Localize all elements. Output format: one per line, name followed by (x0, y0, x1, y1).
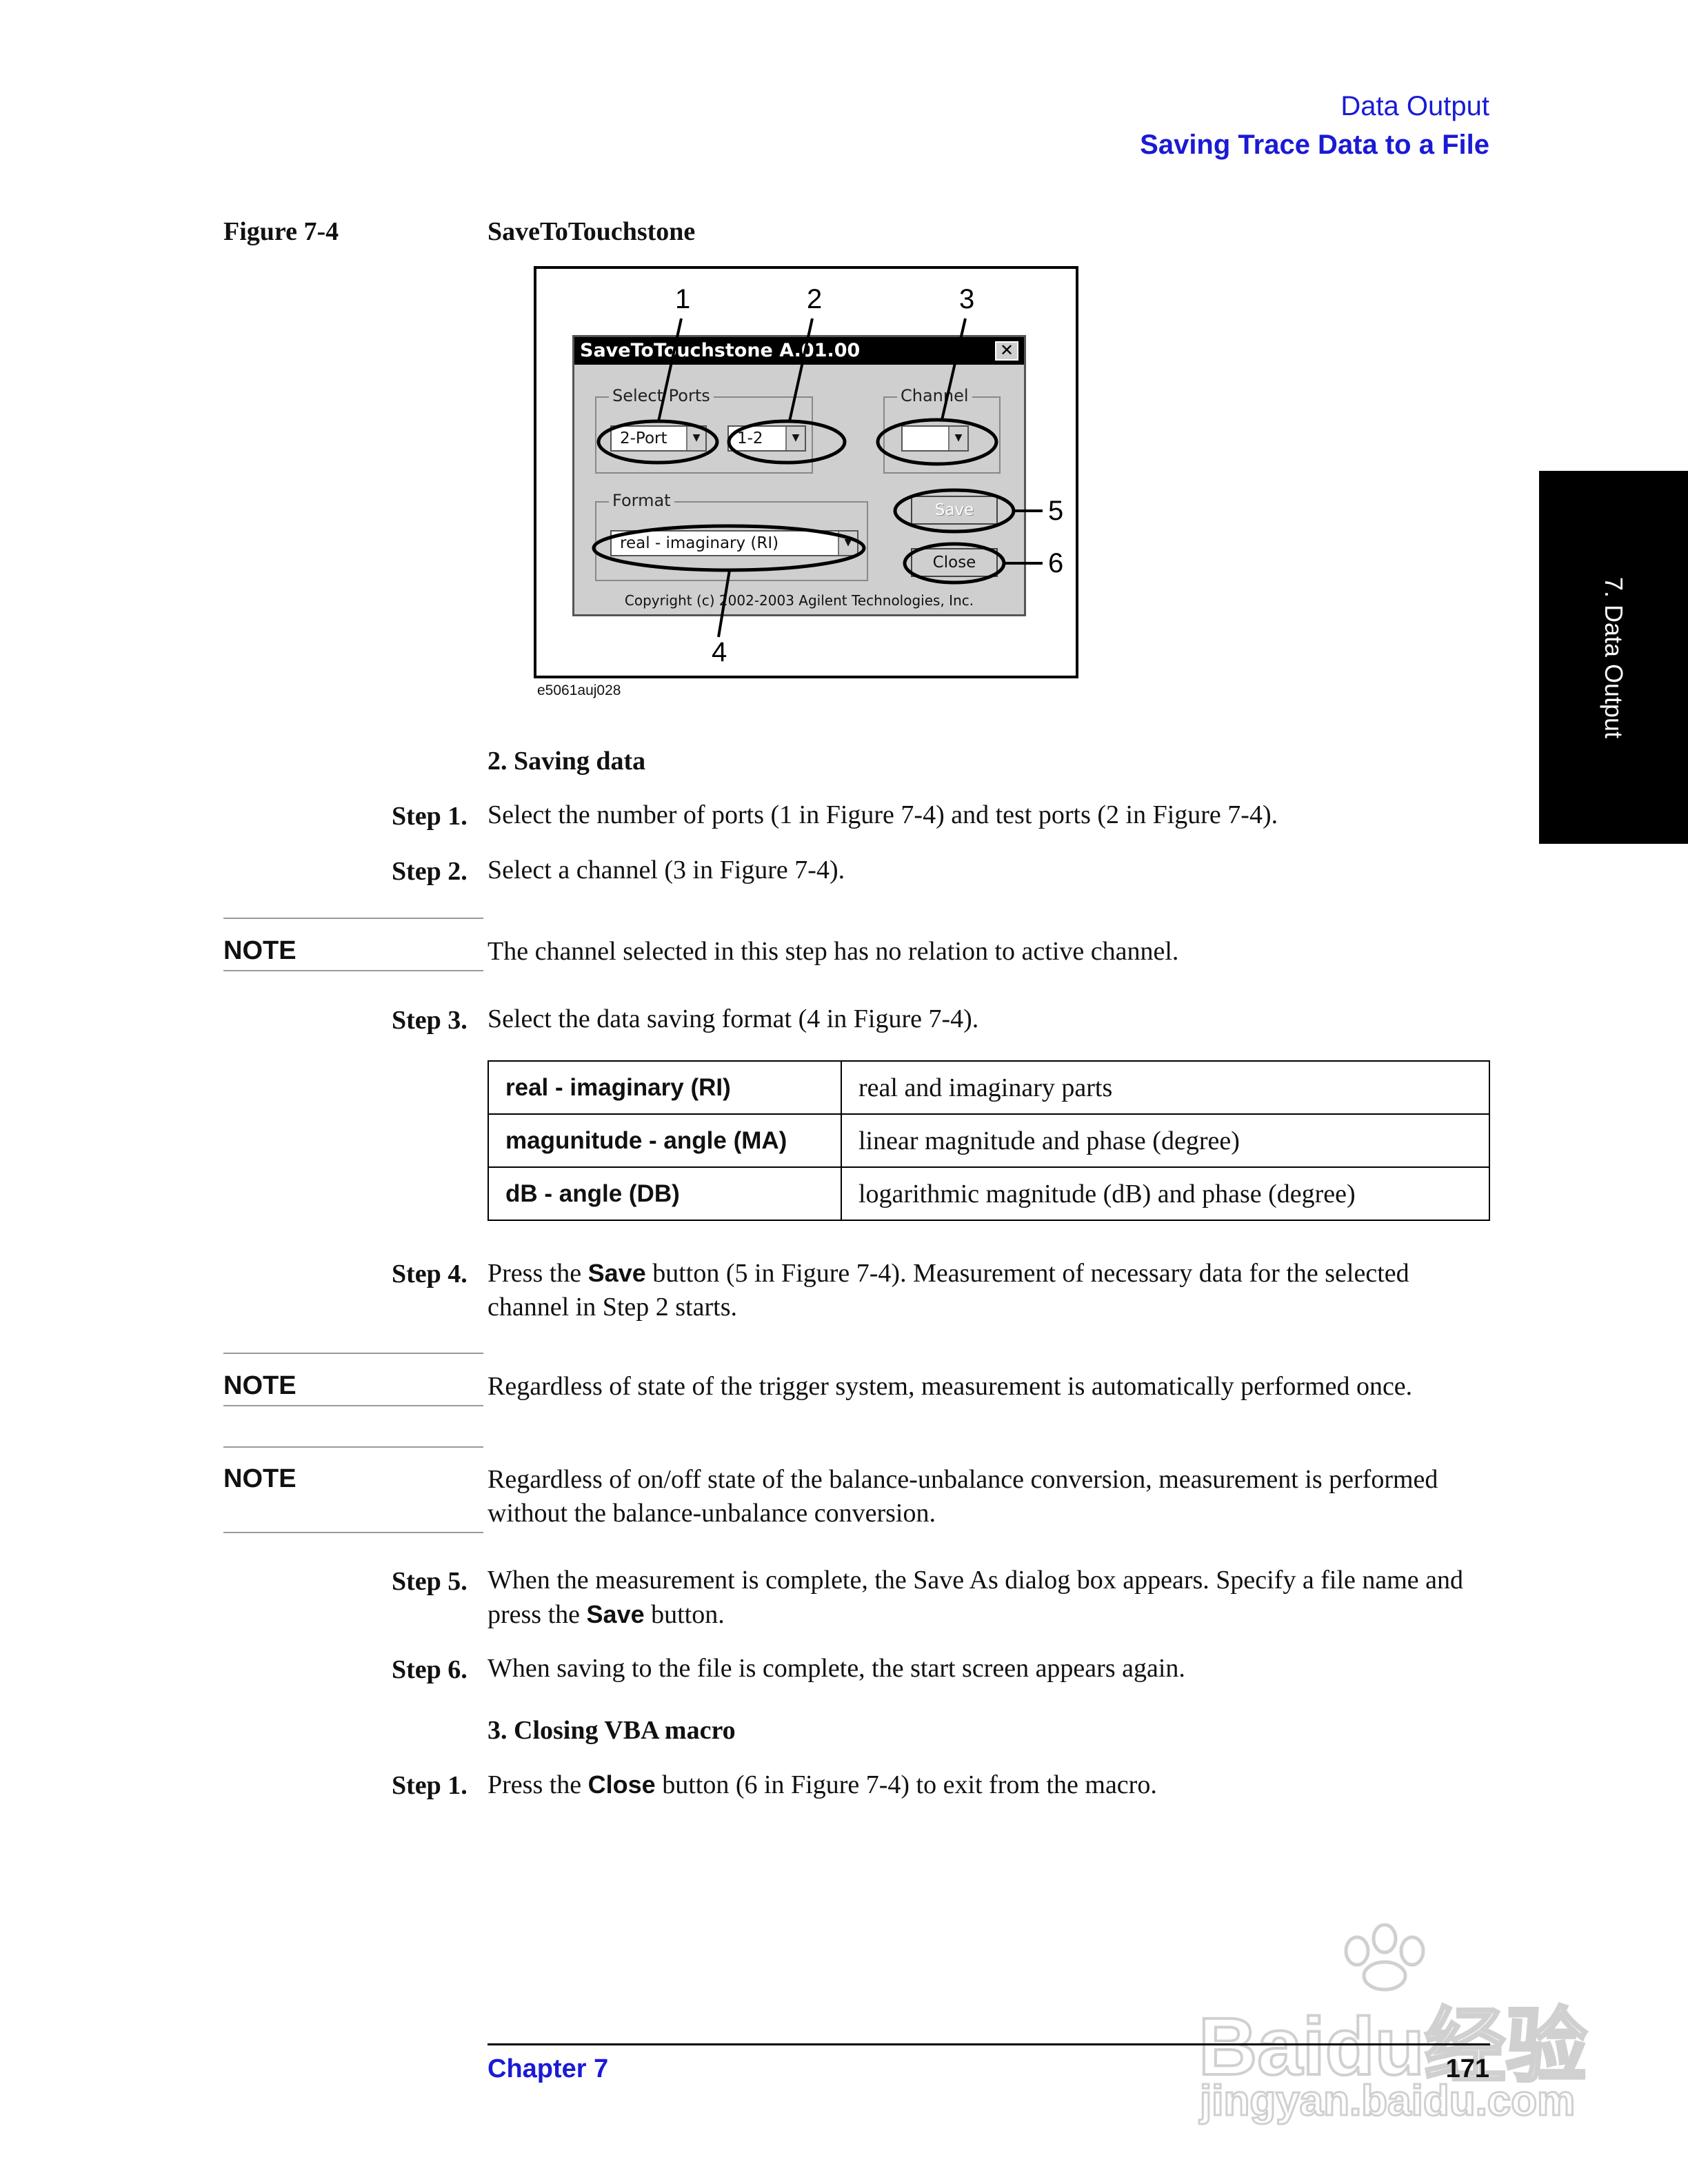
callout-number-2: 2 (807, 284, 823, 314)
footer-rule (488, 2043, 1490, 2045)
step-text-part: Press the (488, 1259, 588, 1288)
callout-ellipse-close (903, 542, 1006, 585)
step-text: Press the Close button (6 in Figure 7-4)… (488, 1768, 1494, 1802)
callout-ellipse-test-ports (727, 419, 847, 465)
table-row: dB - angle (DB) logarithmic magnitude (d… (488, 1166, 1490, 1221)
baidu-watermark: Baidu经验 jingyan.baidu.com (1197, 1923, 1589, 2130)
step-text-part: button (6 in Figure 7-4) to exit from th… (655, 1770, 1157, 1799)
callout-leader-2 (788, 318, 814, 422)
dialog-titlebar: SaveToTouchstone A.01.00 ✕ (574, 337, 1024, 365)
save-key-label: Save (586, 1600, 645, 1628)
step-text: Select a channel (3 in Figure 7-4). (488, 856, 845, 884)
note-rule (223, 970, 483, 971)
note-rule (223, 1405, 483, 1406)
test-ports-select-value: 1-2 (737, 429, 763, 447)
step-text-part: When the measurement is complete, the Sa… (488, 1566, 1464, 1629)
chevron-down-icon[interactable]: ▼ (686, 427, 705, 450)
format-group: Format real - imaginary (RI) ▼ (595, 491, 868, 581)
format-name: real - imaginary (RI) (488, 1060, 842, 1115)
format-label: Format (609, 491, 674, 510)
close-key-label: Close (587, 1770, 656, 1799)
table-row: magunitude - angle (MA) linear magnitude… (488, 1113, 1490, 1168)
step-text-part: Press the (488, 1770, 588, 1799)
step-label: Step 1. (392, 802, 468, 831)
callout-ellipse-channel (876, 418, 998, 466)
header-section: Data Output (1340, 91, 1489, 121)
page-number: 171 (1445, 2054, 1489, 2083)
format-name: magunitude - angle (MA) (488, 1113, 842, 1168)
figure-code: e5061auj028 (537, 682, 621, 698)
callout-leader-4 (717, 569, 731, 638)
step-label: Step 2. (392, 857, 468, 886)
table-row: real - imaginary (RI) real and imaginary… (488, 1060, 1490, 1115)
close-icon[interactable]: ✕ (995, 341, 1018, 361)
callout-ellipse-ports (596, 419, 719, 465)
callout-number-5: 5 (1048, 496, 1064, 526)
save-key-label: Save (587, 1259, 646, 1287)
callout-number-6: 6 (1048, 548, 1064, 578)
saving-data-heading: 2. Saving data (488, 747, 646, 776)
note-rule (223, 1532, 483, 1533)
format-description: logarithmic magnitude (dB) and phase (de… (841, 1166, 1490, 1221)
step-label: Step 5. (392, 1567, 468, 1596)
note-rule (223, 1353, 483, 1354)
callout-number-1: 1 (675, 284, 691, 314)
note-rule (223, 1446, 483, 1448)
step-text: When saving to the file is complete, the… (488, 1654, 1185, 1683)
note-label: NOTE (223, 1464, 297, 1493)
callout-leader-3 (941, 318, 967, 421)
step-label: Step 1. (392, 1771, 468, 1800)
select-ports-group: Select Ports 2-Port ▼ 1-2 ▼ (595, 386, 813, 474)
figure-label: Figure 7-4 (223, 217, 339, 246)
note-label: NOTE (223, 936, 297, 965)
step-text: Select the number of ports (1 in Figure … (488, 800, 1278, 829)
paw-icon (1344, 1923, 1425, 1992)
callout-ellipse-format (592, 524, 866, 572)
format-description: real and imaginary parts (841, 1060, 1490, 1115)
chevron-down-icon[interactable]: ▼ (948, 427, 967, 450)
select-ports-label: Select Ports (609, 386, 714, 405)
note-label: NOTE (223, 1371, 297, 1400)
callout-number-4: 4 (712, 637, 727, 667)
step-text: When the measurement is complete, the Sa… (488, 1564, 1494, 1632)
note-text: Regardless of state of the trigger syste… (488, 1372, 1413, 1401)
step-text: Select the data saving format (4 in Figu… (488, 1004, 979, 1033)
callout-number-3: 3 (959, 284, 975, 314)
format-select-value: real - imaginary (RI) (620, 534, 779, 552)
callout-leader-1 (657, 318, 683, 422)
format-table: real - imaginary (RI) real and imaginary… (488, 1060, 1490, 1221)
chevron-down-icon[interactable]: ▼ (785, 427, 805, 450)
save-button[interactable]: Save (911, 496, 998, 525)
step-label: Step 6. (392, 1655, 468, 1684)
header-title: Saving Trace Data to a File (1140, 130, 1489, 160)
format-name: dB - angle (DB) (488, 1166, 842, 1221)
note-text: Regardless of on/off state of the balanc… (488, 1465, 1438, 1528)
step-text: Press the Save button (5 in Figure 7-4).… (488, 1256, 1494, 1324)
step-label: Step 4. (392, 1260, 468, 1288)
step-label: Step 3. (392, 1006, 468, 1035)
dialog-copyright: Copyright (c) 2002-2003 Agilent Technolo… (624, 592, 974, 609)
ports-select-value: 2-Port (620, 429, 667, 447)
note-rule (223, 918, 483, 919)
channel-label: Channel (897, 386, 972, 405)
callout-ellipse-save (893, 488, 1016, 534)
format-select[interactable]: real - imaginary (RI) ▼ (610, 530, 858, 556)
channel-select[interactable]: ▼ (901, 425, 969, 452)
step-text-part: button. (644, 1600, 725, 1629)
dialog-title: SaveToTouchstone A.01.00 (580, 340, 861, 361)
closing-macro-heading: 3. Closing VBA macro (488, 1716, 736, 1745)
step-text-part: button (5 in Figure 7-4). Measurement of… (488, 1259, 1409, 1322)
figure-title: SaveToTouchstone (488, 217, 696, 246)
note-text: The channel selected in this step has no… (488, 937, 1179, 966)
format-description: linear magnitude and phase (degree) (841, 1113, 1490, 1168)
ports-select[interactable]: 2-Port ▼ (610, 425, 707, 452)
channel-group: Channel ▼ (883, 386, 1001, 474)
footer-chapter: Chapter 7 (488, 2054, 609, 2083)
close-button[interactable]: Close (911, 548, 998, 577)
watermark-logo-text: Baidu经验 (1197, 2000, 1589, 2094)
watermark-url: jingyan.baidu.com (1198, 2076, 1576, 2126)
chapter-side-tab: 7. Data Output (1539, 471, 1688, 844)
